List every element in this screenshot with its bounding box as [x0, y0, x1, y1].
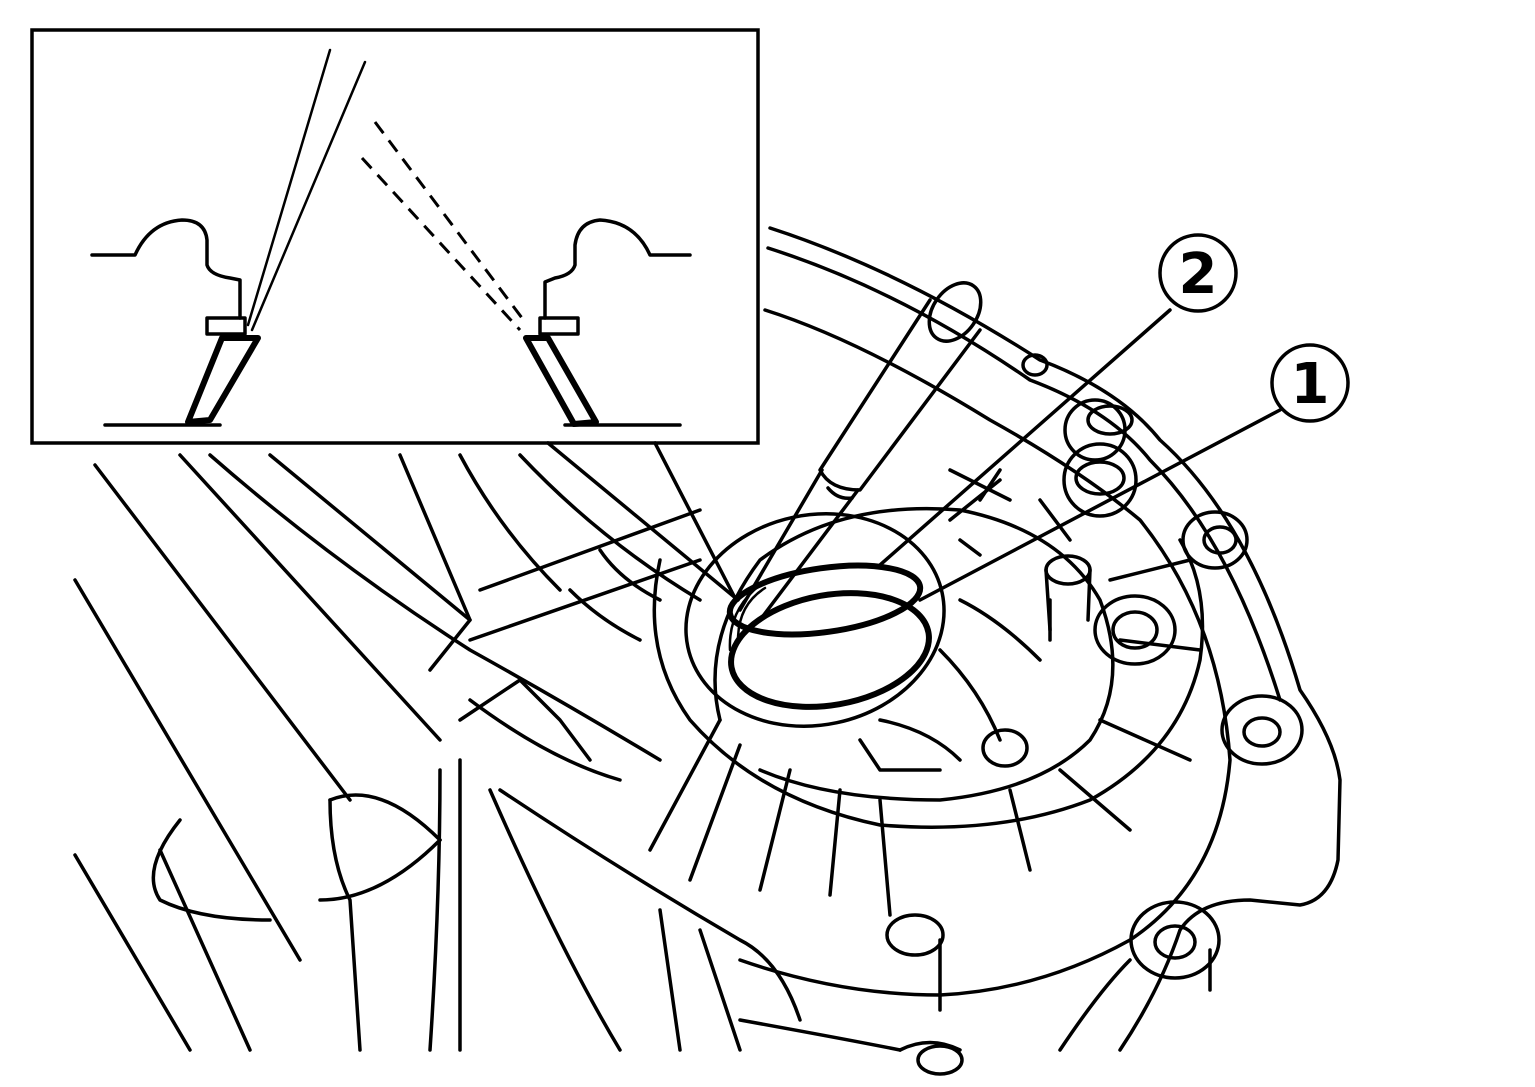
- callout-2: 2: [878, 233, 1238, 567]
- callout-1-label: 1: [1291, 352, 1330, 417]
- bolt-bosses: [885, 353, 1304, 1076]
- callout-2-label: 2: [1179, 242, 1218, 307]
- seal-lip: [726, 562, 924, 638]
- oil-seal: [728, 590, 932, 710]
- callout-1: 1: [918, 343, 1350, 602]
- screwdriver-icon: [738, 281, 983, 622]
- transaxle-housing: [73, 226, 1342, 1052]
- detail-inset: [30, 28, 760, 602]
